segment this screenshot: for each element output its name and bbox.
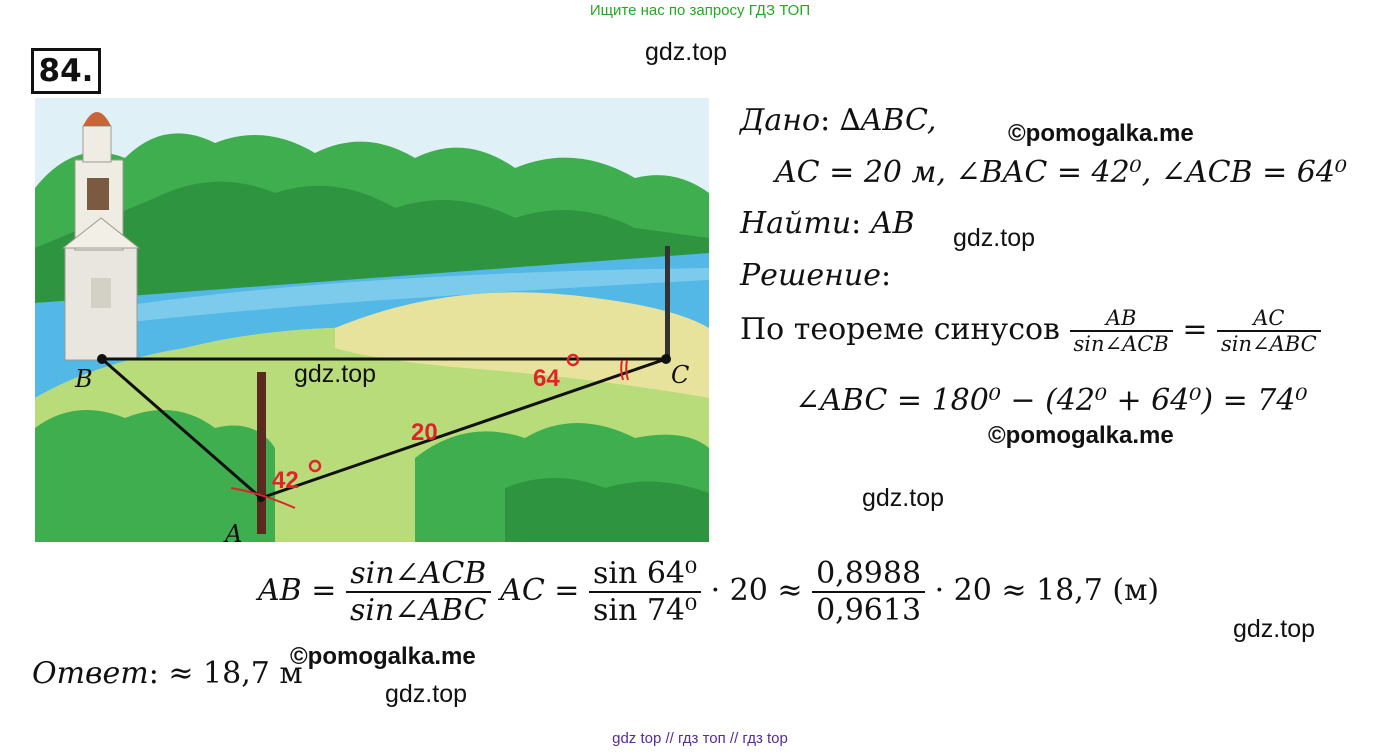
problem-number: 84.: [31, 48, 101, 94]
angle-abc-equation: ∠ABC = 180⁰ − (42⁰ + 64⁰) = 74⁰: [795, 383, 1308, 418]
formula-result: · 20 ≈ 18,7 (м): [934, 573, 1160, 608]
solution-heading: Решение:: [740, 258, 892, 293]
theorem-text: По теореме синусов: [740, 312, 1060, 347]
vertex-b-label: B: [74, 365, 93, 393]
watermark-gdz: gdz.top: [1233, 615, 1316, 643]
watermark-gdz: gdz.top: [385, 680, 468, 708]
fraction-denominator: 0,9613: [812, 591, 926, 628]
ab-calculation: AB = sin∠ACB sin∠ABC AC = sin 64⁰ sin 74…: [258, 556, 1159, 628]
solution-label: Решение: [740, 258, 881, 293]
watermark-gdz: gdz.top: [645, 38, 728, 66]
vertex-c-label: C: [671, 361, 689, 389]
fraction-numerator: AC: [1253, 306, 1285, 330]
fraction-denominator: sin 74⁰: [589, 591, 702, 628]
watermark-gdz: gdz.top: [294, 360, 377, 388]
find-value: AB: [870, 206, 915, 241]
vertex-a-label: A: [223, 520, 242, 542]
fraction-denominator: sin∠ABC: [1217, 330, 1321, 356]
fraction-numerator: sin∠ACB: [350, 556, 487, 591]
formula-lhs: AB =: [258, 573, 337, 608]
fraction-numerator: 0,8988: [816, 556, 922, 591]
formula-mid: AC =: [500, 573, 580, 608]
formula-mid: · 20 ≈: [710, 573, 803, 608]
footer-links[interactable]: gdz top // гдз топ // гдз top: [612, 730, 788, 747]
side-ac-label: 20: [411, 419, 438, 446]
find-line: Найти: AB: [740, 206, 915, 241]
problem-illustration: B C A 64 42 20: [35, 98, 709, 542]
sine-fraction-ab: AB sin∠ACB: [1069, 306, 1173, 356]
answer-line: Ответ: ≈ 18,7 м: [32, 656, 303, 691]
sine-fraction-ac: AC sin∠ABC: [1217, 306, 1321, 356]
watermark-pomogalka: ©pomogalka.me: [1008, 120, 1194, 147]
fraction-numerator: AB: [1105, 306, 1137, 330]
degree-mark-a: [308, 459, 322, 473]
answer-label: Ответ: [32, 656, 149, 691]
given-line: Дано: ∆ABC,: [740, 103, 937, 138]
fraction-denominator: sin∠ABC: [345, 591, 491, 628]
find-label: Найти: [740, 206, 852, 241]
watermark-gdz: gdz.top: [862, 484, 945, 512]
watermark-gdz: gdz.top: [953, 224, 1036, 252]
fraction-numerator: sin 64⁰: [593, 556, 698, 591]
decimal-fraction: 0,8988 0,9613: [812, 556, 926, 628]
given-values: AC = 20 м, ∠BAC = 42⁰, ∠ACB = 64⁰: [775, 155, 1347, 190]
sine-theorem-line: По теореме синусов AB sin∠ACB = AC sin∠A…: [740, 306, 1321, 356]
search-banner[interactable]: Ищите нас по запросу ГДЗ ТОП: [589, 2, 811, 19]
given-label: Дано: [740, 103, 821, 138]
answer-value: ≈ 18,7 м: [168, 656, 303, 691]
fraction-denominator: sin∠ACB: [1069, 330, 1173, 356]
watermark-pomogalka: ©pomogalka.me: [290, 643, 476, 670]
sine-values-fraction: sin 64⁰ sin 74⁰: [589, 556, 702, 628]
degree-mark-c: [566, 353, 580, 367]
given-triangle: ∆ABC,: [839, 103, 937, 138]
sine-ratio-fraction: sin∠ACB sin∠ABC: [345, 556, 491, 628]
watermark-pomogalka: ©pomogalka.me: [988, 422, 1174, 449]
angle-a-label: 42: [272, 467, 299, 494]
angle-c-label: 64: [533, 365, 560, 392]
